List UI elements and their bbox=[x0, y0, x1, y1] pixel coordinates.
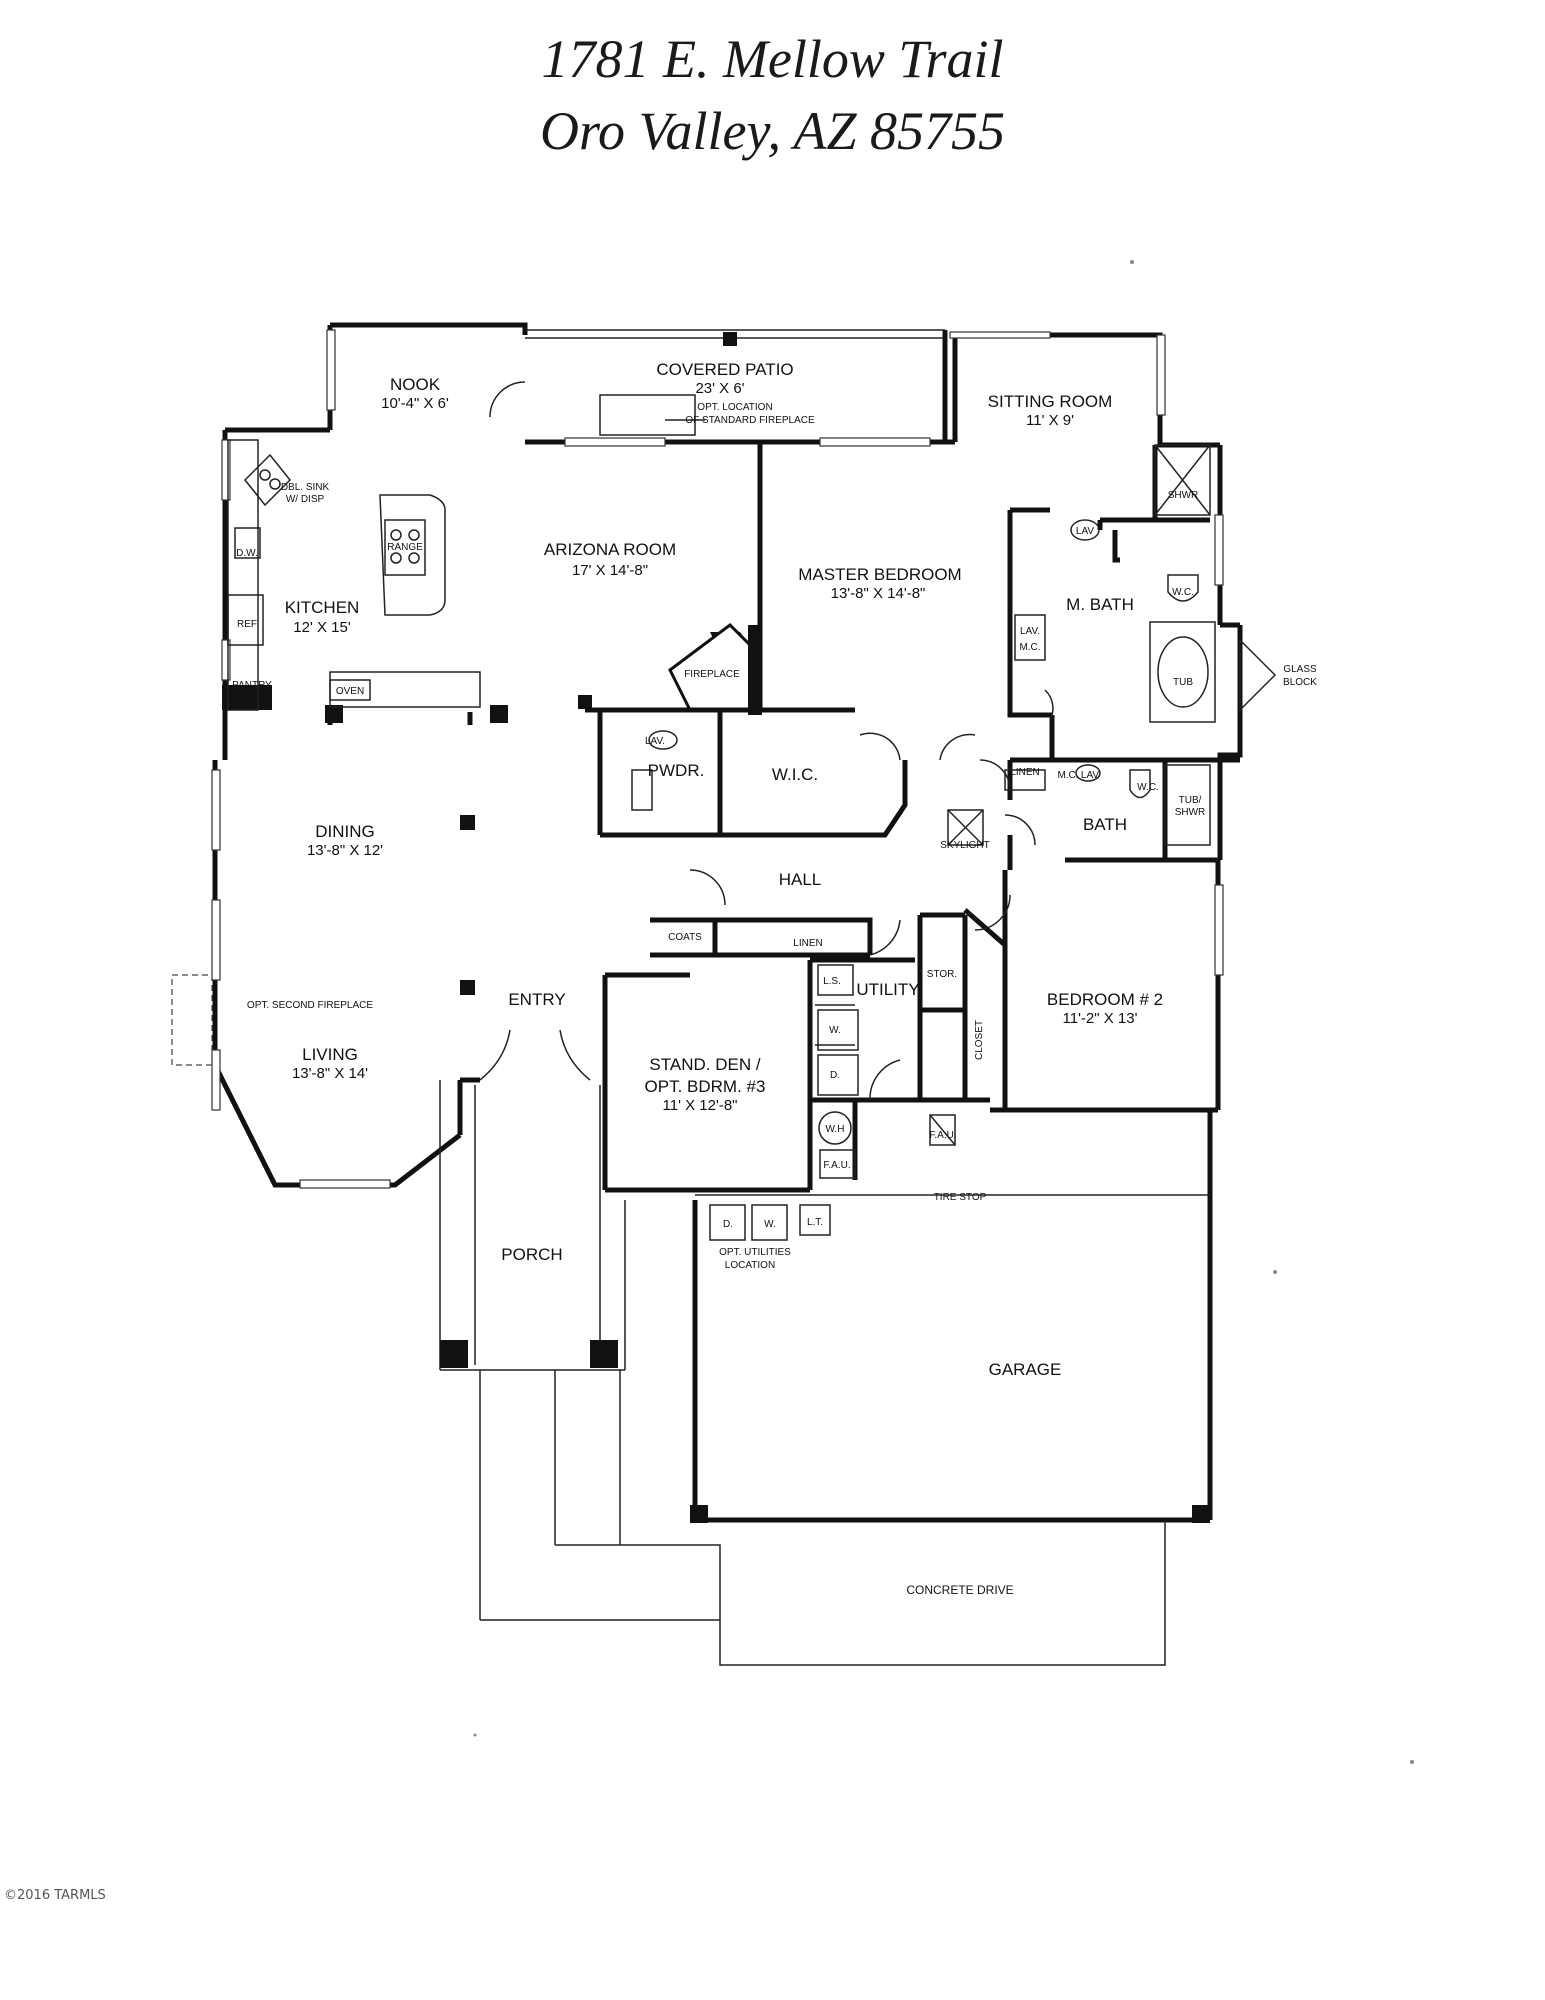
closet-label: CLOSET bbox=[974, 1020, 985, 1060]
arizona-room-size: 17' X 14'-8" bbox=[572, 562, 648, 579]
master-bath-label: M. BATH bbox=[1066, 595, 1134, 614]
opt-utilities-label: OPT. UTILITIES bbox=[719, 1247, 791, 1258]
fau-2-label: F.A.U. bbox=[929, 1130, 956, 1141]
bath-wc-label: W.C. bbox=[1137, 782, 1159, 793]
range-label: RANGE bbox=[387, 542, 423, 553]
bath-lav-label: LAV bbox=[1081, 770, 1099, 781]
pantry-label: PANTRY bbox=[232, 680, 272, 691]
glass-block-label: GLASS bbox=[1283, 664, 1317, 675]
pwdr-lav-label: LAV. bbox=[645, 736, 665, 747]
hall-label: HALL bbox=[779, 870, 822, 889]
washer-label: W. bbox=[829, 1025, 841, 1036]
glass-block-label-2: BLOCK bbox=[1283, 677, 1317, 688]
tire-stop-label: TIRE STOP bbox=[934, 1192, 987, 1203]
sitting-room-label: SITTING ROOM bbox=[988, 392, 1113, 411]
coats-label: COATS bbox=[668, 932, 702, 943]
bedroom2-size: 11'-2" X 13' bbox=[1063, 1010, 1138, 1027]
copyright: ©2016 TARMLS bbox=[4, 1888, 106, 1903]
master-bedroom-size: 13'-8" X 14'-8" bbox=[831, 585, 926, 602]
patio-note-2: OF STANDARD FIREPLACE bbox=[685, 415, 815, 426]
dining-size: 13'-8" X 12' bbox=[307, 842, 383, 859]
den-label-2: OPT. BDRM. #3 bbox=[645, 1077, 766, 1096]
concrete-drive-label: CONCRETE DRIVE bbox=[906, 1583, 1013, 1597]
laundry-tub-label: L.T. bbox=[807, 1217, 823, 1228]
bedroom2-label: BEDROOM # 2 bbox=[1047, 990, 1163, 1009]
living-label: LIVING bbox=[302, 1045, 358, 1064]
den-label: STAND. DEN / bbox=[649, 1055, 760, 1074]
arizona-room-label: ARIZONA ROOM bbox=[544, 540, 676, 559]
dining-label: DINING bbox=[315, 822, 375, 841]
den-size: 11' X 12'-8" bbox=[663, 1097, 738, 1114]
disposal-label: W/ DISP bbox=[286, 494, 325, 505]
water-heater-label: W.H bbox=[826, 1124, 845, 1135]
kitchen-label: KITCHEN bbox=[285, 598, 360, 617]
patio-size: 23' X 6' bbox=[695, 380, 744, 397]
master-bedroom-label: MASTER BEDROOM bbox=[798, 565, 961, 584]
porch-label: PORCH bbox=[501, 1245, 562, 1264]
patio-note-1: OPT. LOCATION bbox=[697, 402, 772, 413]
skylight-label: SKYLIGHT bbox=[940, 840, 989, 851]
tub-label: TUB bbox=[1173, 677, 1193, 688]
bath-mc-label: M.C. bbox=[1057, 770, 1078, 781]
nook-label: NOOK bbox=[390, 375, 441, 394]
garage-label: GARAGE bbox=[989, 1360, 1062, 1379]
fireplace-label: FIREPLACE bbox=[684, 669, 740, 680]
tub-shower-label-2: SHWR bbox=[1175, 807, 1206, 818]
master-linen-label: LINEN bbox=[1010, 767, 1039, 778]
living-size: 13'-8" X 14' bbox=[292, 1065, 368, 1082]
opt-second-fireplace-label: OPT. SECOND FIREPLACE bbox=[247, 1000, 373, 1011]
wic-label: W.I.C. bbox=[772, 765, 818, 784]
hall-linen-label: LINEN bbox=[793, 938, 822, 949]
pwdr-label: PWDR. bbox=[648, 761, 705, 780]
dryer-label: D. bbox=[830, 1070, 840, 1081]
opt-dryer-label: D. bbox=[723, 1219, 733, 1230]
dishwasher-label: D.W. bbox=[236, 548, 258, 559]
address-line-1: 1781 E. Mellow Trail bbox=[541, 29, 1004, 89]
utility-label: UTILITY bbox=[856, 980, 919, 999]
master-mc-label: M.C. bbox=[1019, 642, 1040, 653]
oven-label: OVEN bbox=[336, 686, 364, 697]
opt-utilities-label-2: LOCATION bbox=[725, 1260, 775, 1271]
shower-label: SHWR bbox=[1168, 490, 1199, 501]
kitchen-size: 12' X 15' bbox=[293, 619, 351, 636]
opt-washer-label: W. bbox=[764, 1219, 776, 1230]
master-lav-label: LAV bbox=[1076, 526, 1094, 537]
entry-label: ENTRY bbox=[508, 990, 565, 1009]
tub-shower-label: TUB/ bbox=[1179, 795, 1202, 806]
sitting-room-size: 11' X 9' bbox=[1026, 412, 1074, 429]
master-wc-label: W.C. bbox=[1172, 587, 1194, 598]
dbl-sink-label: DBL. SINK bbox=[281, 482, 330, 493]
storage-label: STOR. bbox=[927, 969, 957, 980]
interior-walls bbox=[222, 442, 1240, 1193]
refrigerator-label: REF bbox=[237, 619, 257, 630]
bath-label: BATH bbox=[1083, 815, 1127, 834]
patio-label: COVERED PATIO bbox=[656, 360, 793, 379]
laundry-sink-label: L.S. bbox=[823, 976, 841, 987]
master-lav-2-label: LAV. bbox=[1020, 626, 1040, 637]
fau-label: F.A.U. bbox=[823, 1160, 850, 1171]
nook-size: 10'-4" X 6' bbox=[381, 395, 449, 412]
address-line-2: Oro Valley, AZ 85755 bbox=[539, 101, 1005, 161]
